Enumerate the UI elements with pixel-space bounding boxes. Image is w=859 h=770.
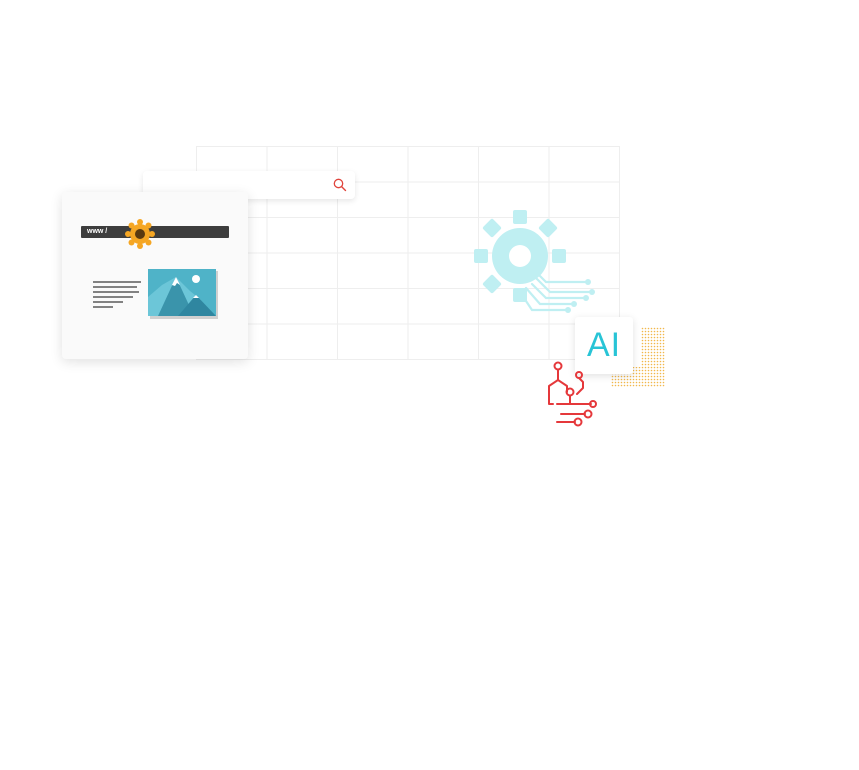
url-prefix: www / bbox=[87, 228, 108, 235]
text-lines-icon bbox=[93, 281, 141, 308]
image-icon bbox=[148, 269, 218, 319]
gear-circuit-icon bbox=[474, 210, 595, 313]
search-icon[interactable] bbox=[333, 178, 347, 192]
browser-card: www / bbox=[62, 192, 248, 359]
sun-icon bbox=[125, 219, 155, 249]
circuit-icon bbox=[548, 361, 597, 427]
url-bar: www / bbox=[81, 226, 229, 238]
ai-card: AI bbox=[575, 317, 633, 374]
ai-label: AI bbox=[586, 326, 622, 364]
